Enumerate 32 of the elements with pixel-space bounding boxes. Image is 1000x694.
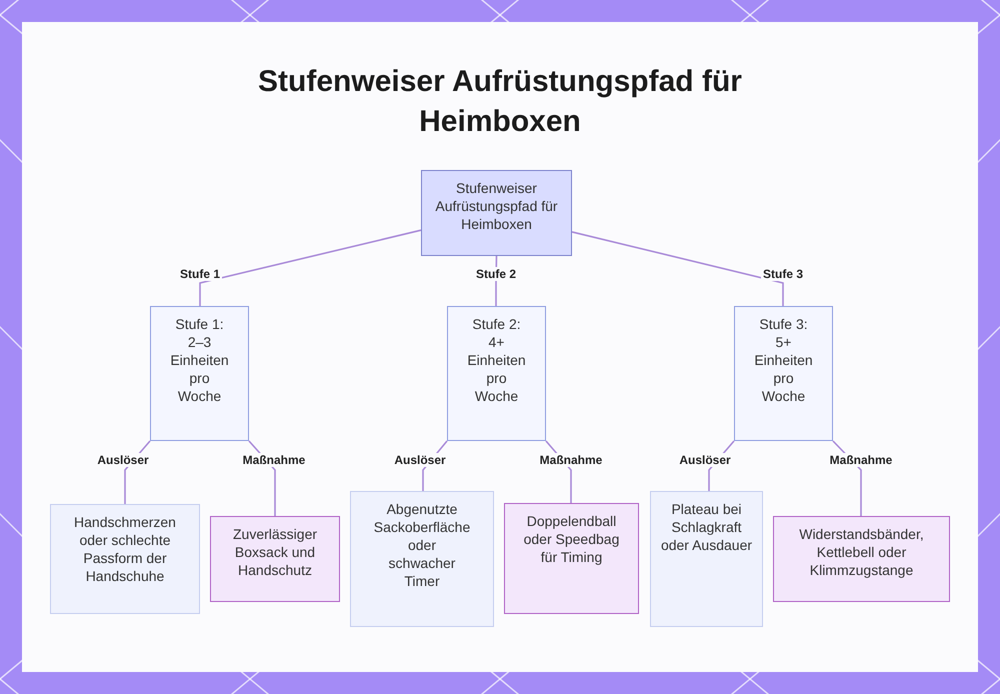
node-text: Handschmerzen oder schlechte Passform der Handschuhe — [73, 513, 177, 585]
node-text: Abgenutzte Sackoberfläche oder schwacher Timer — [373, 500, 471, 590]
stage-box — [447, 306, 546, 441]
trigger-box — [350, 491, 494, 627]
edge-label: Maßnahme — [538, 453, 604, 467]
node-text: Stufe 2: 4+ Einheiten pro Woche — [467, 315, 526, 405]
trigger-box — [650, 491, 763, 627]
connector-line — [199, 229, 422, 306]
edge-label: Stufe 2 — [474, 267, 518, 281]
stage-box — [150, 306, 249, 441]
edge-label: Auslöser — [392, 453, 448, 467]
node-text: Doppelendball oder Speedbag für Timing — [522, 512, 620, 566]
action-box — [504, 503, 639, 614]
node-text: Zuverlässiger Boxsack und Handschutz — [232, 525, 318, 579]
node-text: Stufe 3: 5+ Einheiten pro Woche — [754, 315, 813, 405]
stage-box — [734, 306, 833, 441]
node-text: Stufe 1: 2–3 Einheiten pro Woche — [170, 315, 229, 405]
edge-label: Maßnahme — [240, 453, 308, 467]
root-box — [421, 170, 572, 256]
node-text: Widerstandsbänder, Kettlebell oder Klimmzugstange — [798, 525, 925, 579]
action-box — [773, 516, 950, 602]
action-box — [210, 516, 340, 602]
trigger-box — [50, 504, 200, 614]
edge-label: Stufe 3 — [761, 267, 805, 281]
edge-label: Auslöser — [677, 453, 733, 467]
edge-label: Stufe 1 — [178, 267, 222, 281]
node-text: Stufenweiser Aufrüstungspfad für Heimboxen — [434, 179, 559, 233]
diagram-title: Stufenweiser Aufrüstungspfad für Heimboxen — [257, 64, 743, 140]
node-text: Plateau bei Schlagkraft oder Ausdauer — [660, 500, 754, 554]
edge-label: Maßnahme — [828, 453, 894, 467]
connector-line — [572, 231, 784, 306]
edge-label: Auslöser — [95, 453, 151, 467]
